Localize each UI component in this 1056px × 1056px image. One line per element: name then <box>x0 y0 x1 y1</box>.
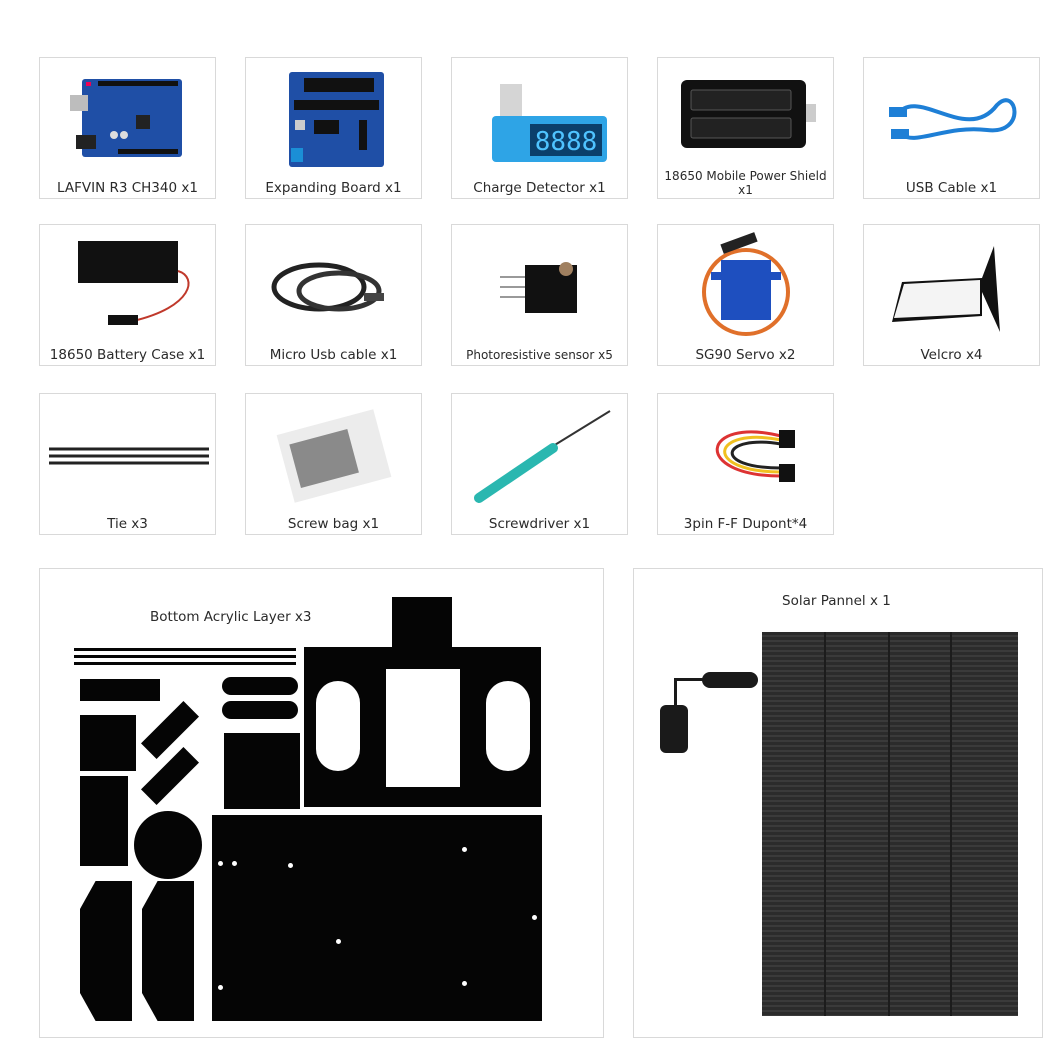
item-card-charge-detector: 8888 Charge Detector x1 <box>451 57 628 199</box>
usb-cable-icon <box>864 64 1039 176</box>
item-label: 18650 Battery Case x1 <box>49 347 206 363</box>
item-label: Screw bag x1 <box>287 516 380 532</box>
item-label: Photoresistive sensor x5 <box>466 348 613 362</box>
item-label: Screwdriver x1 <box>488 516 591 532</box>
sensor-shield-board-icon <box>246 64 421 176</box>
item-card-expanding-board: Expanding Board x1 <box>245 57 422 199</box>
acrylic-layer-panel: Bottom Acrylic Layer x3 <box>39 568 604 1038</box>
item-label: Charge Detector x1 <box>473 180 606 196</box>
item-label: 3pin F-F Dupont*4 <box>683 516 808 532</box>
item-label: 18650 Mobile Power Shield x1 <box>664 169 827 197</box>
item-card-arduino: LAFVIN R3 CH340 x1 <box>39 57 216 199</box>
item-label: USB Cable x1 <box>905 180 998 196</box>
acrylic-layer-title: Bottom Acrylic Layer x3 <box>150 609 312 625</box>
item-label: Velcro x4 <box>920 347 983 363</box>
battery-shield-icon <box>658 64 833 160</box>
cable-ties-icon <box>40 400 215 512</box>
item-label: Micro Usb cable x1 <box>269 347 398 363</box>
item-label: SG90 Servo x2 <box>695 347 796 363</box>
item-card-velcro: Velcro x4 <box>863 224 1040 366</box>
item-card-usb-cable: USB Cable x1 <box>863 57 1040 199</box>
arduino-board-icon <box>40 64 215 176</box>
battery-case-icon <box>40 231 215 343</box>
screwdriver-icon <box>452 400 627 512</box>
dupont-wire-icon <box>658 400 833 512</box>
item-card-servo: SG90 Servo x2 <box>657 224 834 366</box>
micro-usb-cable-icon <box>246 231 421 343</box>
item-card-tie: Tie x3 <box>39 393 216 535</box>
solar-panel-panel: Solar Pannel x 1 <box>633 568 1043 1038</box>
item-card-power-shield: 18650 Mobile Power Shield x1 <box>657 57 834 199</box>
usb-female-connector-icon <box>660 705 688 753</box>
item-card-screwdriver: Screwdriver x1 <box>451 393 628 535</box>
solar-panel-title: Solar Pannel x 1 <box>782 593 891 609</box>
item-label: Tie x3 <box>107 516 148 532</box>
usb-charge-detector-icon: 8888 <box>452 64 627 176</box>
item-card-micro-usb: Micro Usb cable x1 <box>245 224 422 366</box>
servo-motor-icon <box>658 231 833 343</box>
item-label: LAFVIN R3 CH340 x1 <box>57 180 198 196</box>
item-card-screw-bag: Screw bag x1 <box>245 393 422 535</box>
screw-bag-icon <box>246 400 421 512</box>
velcro-strip-icon <box>864 231 1039 343</box>
item-card-dupont: 3pin F-F Dupont*4 <box>657 393 834 535</box>
item-label: Expanding Board x1 <box>265 180 402 196</box>
item-card-photoresistor: Photoresistive sensor x5 <box>451 224 628 366</box>
usb-switch-icon <box>702 672 758 688</box>
svg-text:8888: 8888 <box>534 127 597 157</box>
photoresistor-module-icon <box>452 231 627 343</box>
item-card-battery-case: 18650 Battery Case x1 <box>39 224 216 366</box>
